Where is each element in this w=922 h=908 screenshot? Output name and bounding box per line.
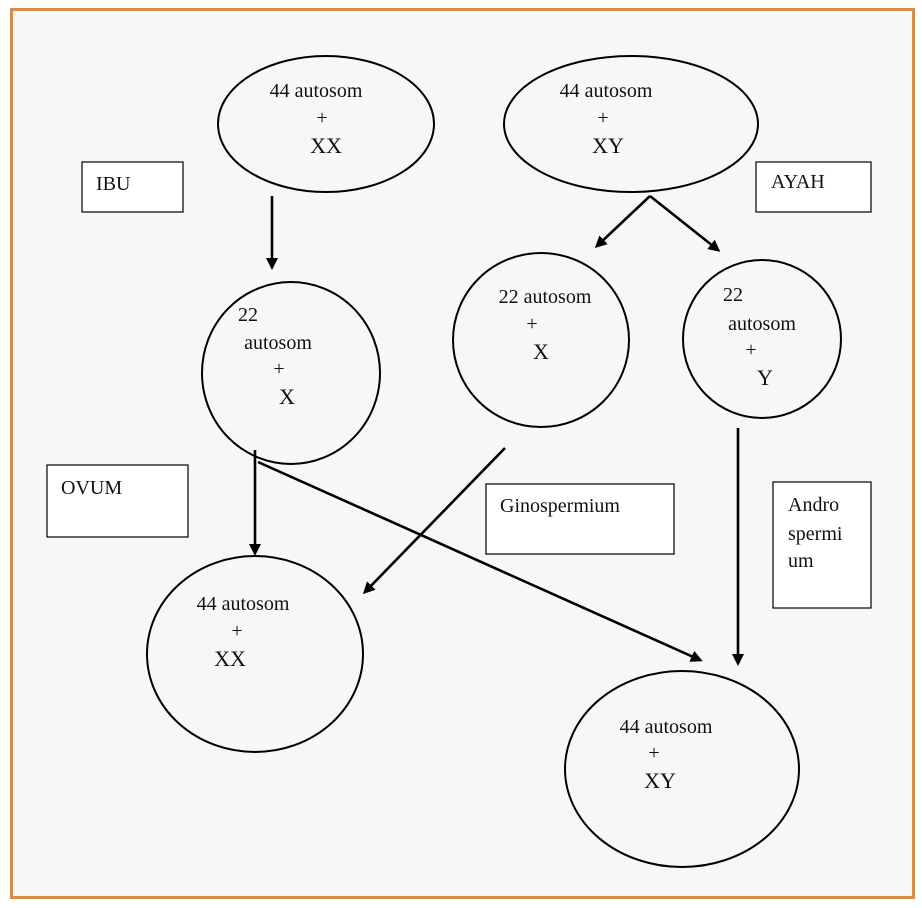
node-ovum-cell: 22 autosom + X — [201, 281, 381, 465]
arrow-father-to-sperm-y — [649, 194, 721, 252]
node-mother: 44 autosom + XX — [217, 55, 435, 193]
node-child-male: 44 autosom + XY — [564, 670, 800, 868]
node-father-line3: XY — [592, 133, 624, 158]
node-ovum-cell-line2: autosom — [244, 332, 312, 354]
node-sperm-x-line1: 22 autosom — [499, 286, 592, 308]
label-ayah-text: AYAH — [771, 171, 825, 193]
node-sperm-x-line2: + — [526, 313, 537, 335]
node-child-female-line2: + — [231, 620, 242, 642]
label-androspermium-line2: spermi — [788, 523, 843, 545]
node-sperm-y-line1: 22 — [723, 284, 743, 306]
label-ovum-text: OVUM — [61, 477, 122, 499]
node-child-female: 44 autosom + XX — [146, 555, 364, 753]
node-sperm-x: 22 autosom + X — [452, 252, 630, 428]
node-ovum-cell-line3: + — [273, 358, 284, 380]
node-child-male-line1: 44 autosom — [620, 716, 713, 738]
node-child-male-line2: + — [648, 742, 659, 764]
node-father-line2: + — [597, 107, 608, 129]
node-sperm-y-line3: + — [745, 339, 756, 361]
label-androspermium-line3: um — [788, 550, 814, 572]
node-ovum-cell-line4: X — [279, 384, 295, 409]
node-ovum-cell-line1: 22 — [238, 304, 258, 326]
label-ginospermium: Ginospermium — [485, 483, 675, 555]
node-sperm-x-line3: X — [533, 339, 549, 364]
node-father: 44 autosom + XY — [503, 55, 759, 193]
label-ginospermium-text: Ginospermium — [500, 495, 620, 517]
label-ibu: IBU — [81, 161, 184, 213]
label-androspermium: Andro spermi um — [772, 481, 872, 609]
label-ibu-text: IBU — [96, 173, 131, 195]
node-child-female-line3: XX — [214, 646, 246, 671]
node-sperm-y: 22 autosom + Y — [682, 259, 842, 419]
node-child-female-line1: 44 autosom — [197, 593, 290, 615]
node-mother-line2: + — [316, 107, 327, 129]
diagram-frame — [10, 8, 915, 899]
node-father-line1: 44 autosom — [560, 80, 653, 102]
label-androspermium-line1: Andro — [788, 494, 839, 516]
node-sperm-y-line4: Y — [757, 365, 773, 390]
arrow-sperm-x-to-female-child — [362, 447, 506, 595]
label-ovum: OVUM — [46, 464, 189, 538]
arrow-ovum-to-male-child — [257, 460, 703, 662]
node-child-male-line3: XY — [644, 768, 676, 793]
node-mother-line1: 44 autosom — [270, 80, 363, 102]
arrow-father-to-sperm-x — [594, 195, 651, 249]
node-sperm-y-line2: autosom — [728, 313, 796, 335]
node-mother-line3: XX — [310, 133, 342, 158]
label-ayah: AYAH — [755, 161, 872, 213]
